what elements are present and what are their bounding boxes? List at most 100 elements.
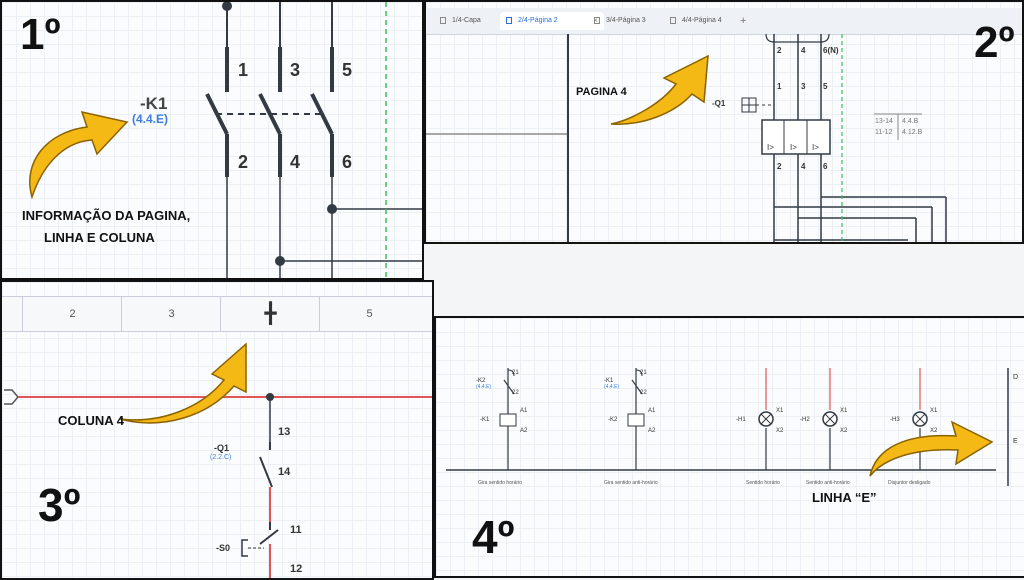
terminal-label: 2 xyxy=(777,162,782,171)
device-reference: (4.4.E) xyxy=(604,384,620,390)
column-ruler: 2 3 ╋ 5 xyxy=(2,296,432,332)
step-number: 4º xyxy=(472,511,515,563)
terminal-label: X1 xyxy=(776,408,784,414)
panel-3-schematic xyxy=(4,342,432,578)
panel-4-schematic xyxy=(446,368,1009,486)
tab-pagina-2[interactable]: 2/4-Página 2 × xyxy=(500,12,604,30)
device-tag: -K1 xyxy=(480,417,490,423)
close-icon[interactable]: × xyxy=(593,16,598,25)
terminal-label: 1 xyxy=(777,82,782,91)
panel-2-schematic xyxy=(426,33,947,242)
terminal-label: 2 xyxy=(777,46,782,55)
device-tag: -K1 xyxy=(140,94,168,113)
terminal-label: 4 xyxy=(801,46,806,55)
ref-page: 4.12.B xyxy=(902,129,923,136)
row-label-d: D xyxy=(1013,374,1019,381)
device-tag: -H2 xyxy=(800,417,810,423)
circuit-label: Sentido anti-horário xyxy=(806,480,850,486)
terminal-label: 6(N) xyxy=(823,46,839,55)
tab-label: 4/4-Página 4 xyxy=(682,17,722,24)
trip-label: I> xyxy=(767,143,774,152)
terminal-label: 4 xyxy=(801,162,806,171)
terminal-label: 5 xyxy=(823,82,828,91)
page-icon xyxy=(506,17,512,24)
page-caption: PAGINA 4 xyxy=(576,86,627,98)
device-tag: -Q1 xyxy=(214,443,230,453)
circuit-label: Sentido horário xyxy=(746,480,780,486)
terminal-label: A2 xyxy=(648,428,656,434)
arrow-icon xyxy=(869,420,994,477)
arrow-icon xyxy=(29,110,129,200)
terminal-label: X2 xyxy=(840,428,848,434)
tab-capa[interactable]: 1/4-Capa xyxy=(434,12,516,30)
circuit-label: Gira sentido anti-horário xyxy=(604,480,658,486)
crosshair-cursor-icon: ╋ xyxy=(264,303,277,325)
caption-line-2: LINHA E COLUNA xyxy=(44,230,155,245)
circuit-label: Disjuntor desligado xyxy=(888,480,931,486)
arrow-icon xyxy=(610,54,709,125)
row-caption: LINHA “E” xyxy=(812,490,877,505)
terminal-label: A1 xyxy=(520,408,528,414)
ruler-column-4[interactable]: ╋ xyxy=(220,297,320,331)
device-tag: -H3 xyxy=(890,417,900,423)
terminal-label: 12 xyxy=(290,563,303,575)
panel-1: 1º -K1 (4.4.E) 1 3 5 2 4 6 INFORMAÇÃO DA… xyxy=(0,0,424,280)
tab-label: 2/4-Página 2 xyxy=(518,17,558,24)
page-icon xyxy=(670,17,676,24)
ref-contacts: 11-12 xyxy=(875,129,893,136)
tab-label: 3/4-Página 3 xyxy=(606,17,646,24)
column-caption: COLUNA 4 xyxy=(58,413,124,428)
page-icon xyxy=(440,17,446,24)
row-label-e: E xyxy=(1013,438,1018,445)
caption-line-1: INFORMAÇÃO DA PAGINA, xyxy=(22,208,191,223)
ruler-column-3: 3 xyxy=(121,297,221,331)
terminal-label: 6 xyxy=(823,162,828,171)
panel-1-schematic xyxy=(29,2,422,278)
step-number: 2º xyxy=(974,18,1015,67)
device-reference: (4.4.E) xyxy=(132,112,169,126)
ref-contacts: 13-14 xyxy=(875,118,893,125)
terminal-label: 13 xyxy=(278,426,291,438)
panel-3: 2 3 ╋ 5 COLUNA 4 13 -Q1 (2.2.C) 14 11 -S… xyxy=(0,280,434,580)
device-tag: -H1 xyxy=(736,417,746,423)
terminal-label: A1 xyxy=(648,408,656,414)
tab-pagina-3[interactable]: 3/4-Página 3 xyxy=(588,12,678,30)
terminal-label: 6 xyxy=(342,152,353,172)
ref-page: 4.4.B xyxy=(902,118,919,125)
device-tag: -S0 xyxy=(216,543,231,553)
terminal-label: 22 xyxy=(640,390,647,396)
terminal-label: A2 xyxy=(520,428,528,434)
device-tag: -Q1 xyxy=(712,99,726,108)
step-number: 3º xyxy=(38,479,81,531)
device-reference: (2.2.C) xyxy=(210,454,232,461)
terminal-label: X1 xyxy=(840,408,848,414)
terminal-label: X2 xyxy=(930,428,938,434)
terminal-label: X2 xyxy=(776,428,784,434)
terminal-label: 11 xyxy=(290,524,302,536)
terminal-label: 3 xyxy=(801,82,806,91)
ruler-column-5: 5 xyxy=(319,297,419,331)
circuit-label: Gira sentido horário xyxy=(478,480,522,486)
terminal-label: 21 xyxy=(512,370,519,376)
trip-label: I> xyxy=(790,143,797,152)
terminal-label: 5 xyxy=(342,60,353,80)
add-tab-button[interactable]: + xyxy=(740,15,747,27)
arrow-icon xyxy=(119,342,247,424)
terminal-label: 2 xyxy=(238,152,249,172)
ruler-column-2: 2 xyxy=(22,297,122,331)
terminal-label: X1 xyxy=(930,408,938,414)
device-tag: -K2 xyxy=(476,378,486,384)
tab-label: 1/4-Capa xyxy=(452,17,481,24)
step-number: 1º xyxy=(20,10,61,59)
tab-pagina-4[interactable]: 4/4-Página 4 xyxy=(664,12,754,30)
panel-4: D E -K2 (4.4.E) 21 22 A1 -K1 A2 Gira sen… xyxy=(434,316,1024,578)
terminal-label: 14 xyxy=(278,466,291,478)
device-tag: -K2 xyxy=(608,417,618,423)
terminal-label: 1 xyxy=(238,60,249,80)
panel-2: 1/4-Capa 2/4-Página 2 × 3/4-Página 3 4/4-… xyxy=(424,0,1024,244)
page-icon xyxy=(594,17,600,24)
device-tag: -K1 xyxy=(604,378,614,384)
terminal-label: 4 xyxy=(290,152,301,172)
trip-label: I> xyxy=(812,143,819,152)
terminal-label: 22 xyxy=(512,390,519,396)
